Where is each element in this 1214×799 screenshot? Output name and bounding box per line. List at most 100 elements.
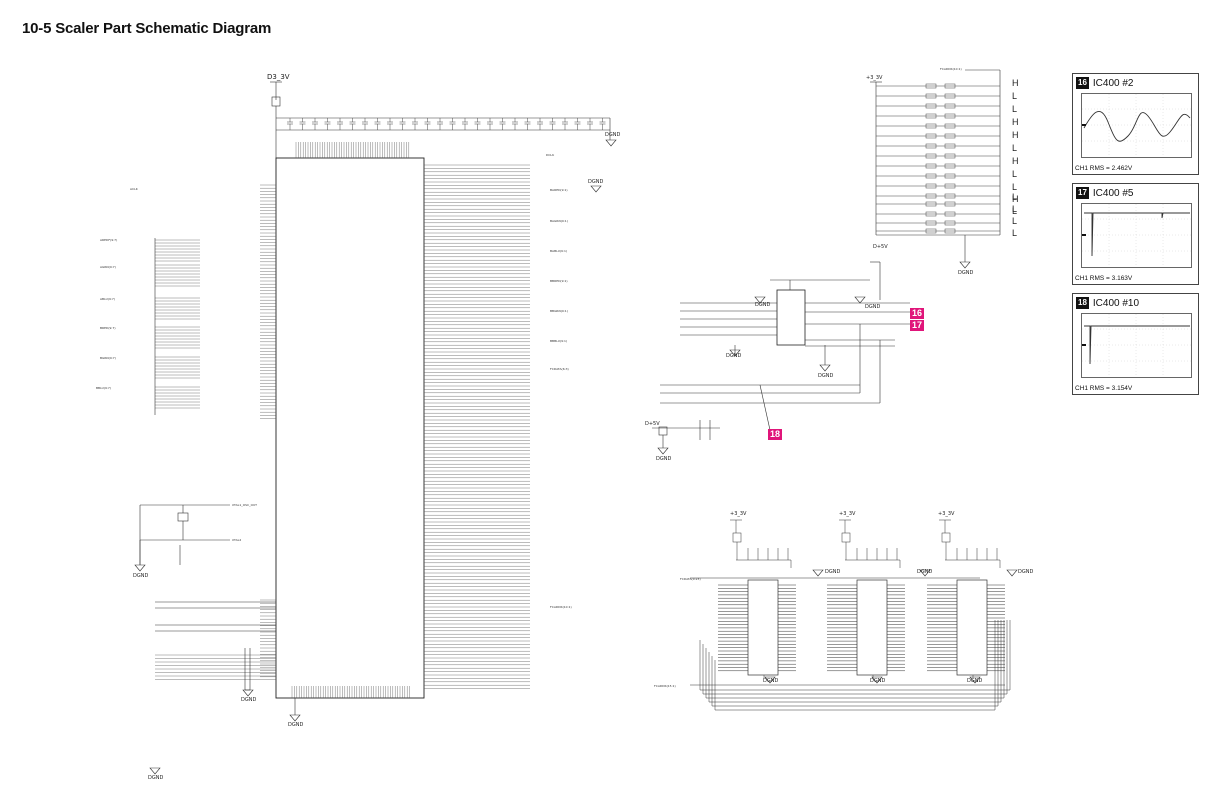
scope-screen xyxy=(1081,313,1192,378)
logic-level-label: H xyxy=(1012,156,1019,166)
logic-level-label: H xyxy=(1012,130,1019,140)
ground-symbol-icon xyxy=(590,185,602,193)
net-plus3-3v: +3_3V xyxy=(938,511,955,517)
scope-header: 16 IC400 #2 xyxy=(1076,77,1134,89)
net-dgnd: DGND xyxy=(958,270,973,276)
net-dgnd: DGND xyxy=(1018,569,1033,575)
ground-symbol-icon xyxy=(134,564,146,572)
ground-symbol-icon xyxy=(854,296,866,304)
net-dgnd: DGND xyxy=(133,573,148,579)
net-dgnd: DGND xyxy=(726,353,741,359)
net-bred: BRED(9:7) xyxy=(100,326,116,330)
ground-symbol-icon xyxy=(969,676,981,684)
scope-label: IC400 #2 xyxy=(1092,77,1134,89)
ground-symbol-icon xyxy=(754,296,766,304)
net-bablu: BABLU(9:1) xyxy=(550,249,567,253)
net-fcaddr-in: FCADDR(15:1) xyxy=(654,684,676,688)
net-fcdata: FCDATA(6:3) xyxy=(550,367,569,371)
ground-symbol-icon xyxy=(919,569,931,577)
net-plus3-3v: +3_3V xyxy=(730,511,747,517)
logic-level-label: L xyxy=(1012,104,1017,114)
logic-level-label: H xyxy=(1012,117,1019,127)
scope-label: IC400 #10 xyxy=(1092,297,1140,309)
net-dgnd: DGND xyxy=(755,302,770,308)
waveform-18 xyxy=(1084,325,1190,365)
net-bblu: BBLU(9:7) xyxy=(96,386,111,390)
net-plus3-3v: +3_3V xyxy=(839,511,856,517)
net-fcdata-in: FCDATA(0:23) xyxy=(680,577,701,581)
logic-level-label: L xyxy=(1012,182,1017,192)
logic-level-label: L xyxy=(1012,228,1017,238)
scope-number: 18 xyxy=(1076,297,1089,309)
scope-rms: CH1 RMS = 2.462V xyxy=(1075,165,1133,172)
scope-rms: CH1 RMS = 3.154V xyxy=(1075,385,1133,392)
scope-rms: CH1 RMS = 3.163V xyxy=(1075,275,1133,282)
net-d3-3v: D3_3V xyxy=(267,73,290,81)
logic-level-label: H xyxy=(1012,78,1019,88)
net-dgnd: DGND xyxy=(241,697,256,703)
ground-symbol-icon xyxy=(819,364,831,372)
scope-panel-17: 17 IC400 #5 CH1 RMS = 3.163V xyxy=(1072,183,1199,285)
ic400 xyxy=(776,289,806,346)
scope-header: 17 IC400 #5 xyxy=(1076,187,1134,199)
logic-level-label: L xyxy=(1012,143,1017,153)
page-title: 10-5 Scaler Part Schematic Diagram xyxy=(22,20,272,37)
scope-number: 17 xyxy=(1076,187,1089,199)
scope-panel-16: 16 IC400 #2 CH1 RMS = 2.462V xyxy=(1072,73,1199,175)
net-dgnd: DGND xyxy=(763,678,778,684)
logic-level-label: H xyxy=(1012,194,1019,204)
net-agrn: AGRN(9:7) xyxy=(100,265,116,269)
ground-symbol-icon xyxy=(1006,569,1018,577)
net-xtal2: XTAL2 xyxy=(232,538,241,542)
ground-symbol-icon xyxy=(657,447,669,455)
net-ablu: ABLU(9:7) xyxy=(100,297,115,301)
net-dgnd: DGND xyxy=(870,678,885,684)
main-ic xyxy=(275,157,425,699)
net-dgnd: DGND xyxy=(917,569,932,575)
net-dgnd: DGND xyxy=(967,678,982,684)
logic-level-label: L xyxy=(1012,192,1017,202)
scope-panel-18: 18 IC400 #10 CH1 RMS = 3.154V xyxy=(1072,293,1199,395)
ground-symbol-icon xyxy=(605,139,617,147)
net-fcaddr: FCADDR(10:1) xyxy=(940,67,962,71)
net-aclk: ACLK xyxy=(130,187,139,191)
ground-symbol-icon xyxy=(871,676,883,684)
net-dgnd: DGND xyxy=(865,304,880,310)
net-bbred: BBRED(9:1) xyxy=(550,279,568,283)
ground-symbol-icon xyxy=(729,349,741,357)
net-bagrn: BAGRN(9:1) xyxy=(550,219,568,223)
ground-symbol-icon xyxy=(764,676,776,684)
scope-label: IC400 #5 xyxy=(1092,187,1134,199)
logic-level-label: L xyxy=(1012,91,1017,101)
ground-symbol-icon xyxy=(149,767,161,775)
waveform-16 xyxy=(1083,110,1191,142)
scope-screen xyxy=(1081,203,1192,268)
scope-header: 18 IC400 #10 xyxy=(1076,297,1139,309)
ground-symbol-icon xyxy=(242,689,254,697)
logic-level-label: L xyxy=(1012,216,1017,226)
net-ared: AREDF(9:7) xyxy=(100,238,117,242)
ground-symbol-icon xyxy=(289,714,301,722)
callout-17: 17 xyxy=(910,320,924,331)
scope-screen xyxy=(1081,93,1192,158)
net-d5v: D+5V xyxy=(873,244,888,250)
logic-level-label: L xyxy=(1012,169,1017,179)
net-dgnd: DGND xyxy=(825,569,840,575)
net-bgrn: BGRN(9:7) xyxy=(100,356,116,360)
ground-symbol-icon xyxy=(812,569,824,577)
net-plus3-3v: +3_3V xyxy=(866,75,883,81)
net-fcaddr: FCADDR(10:1) xyxy=(550,605,572,609)
scope-number: 16 xyxy=(1076,77,1089,89)
net-dgnd: DGND xyxy=(148,775,163,781)
net-bared: BARED(9:1) xyxy=(550,188,568,192)
net-d5v: D+5V xyxy=(645,421,660,427)
waveform-17 xyxy=(1084,212,1190,257)
callout-16: 16 xyxy=(910,308,924,319)
net-dgnd: DGND xyxy=(656,456,671,462)
net-dgnd: DGND xyxy=(605,132,620,138)
logic-level-label: L xyxy=(1012,206,1017,216)
net-bbblu: BBBLU(9:1) xyxy=(550,339,567,343)
net-bbgrn: BBGRN(9:1) xyxy=(550,309,568,313)
logic-level-label: L xyxy=(1012,204,1017,214)
